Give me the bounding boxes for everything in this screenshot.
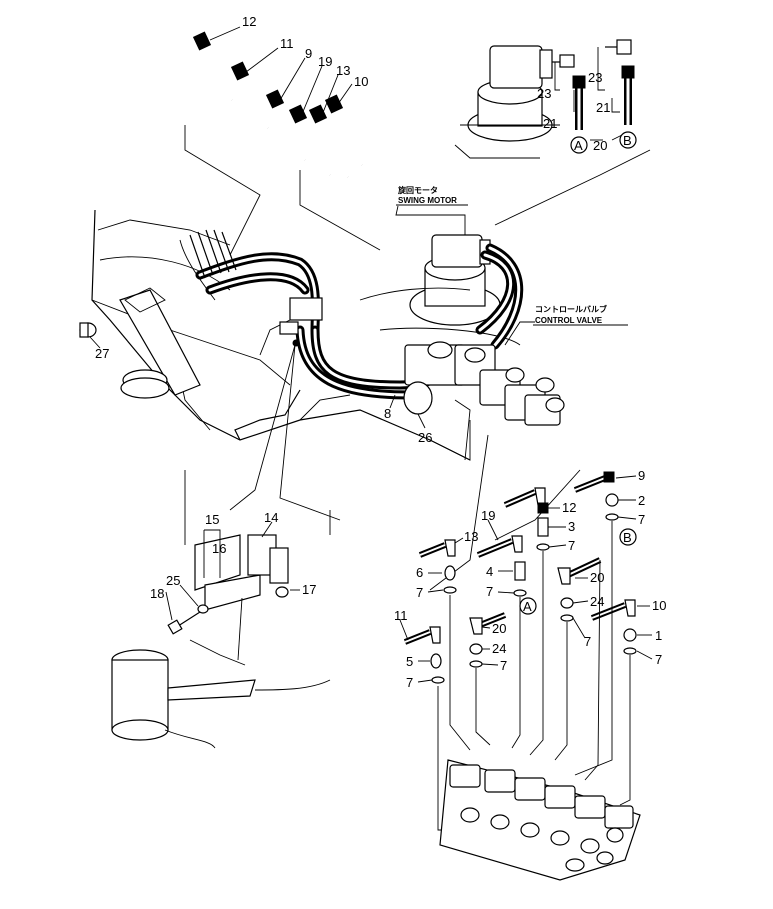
callout-8: 8 bbox=[384, 406, 391, 421]
callout-11-top: 11 bbox=[280, 36, 294, 51]
hose-20-mid-detail bbox=[469, 612, 507, 668]
hose-9-detail bbox=[573, 471, 619, 521]
callout-7c: 7 bbox=[416, 585, 423, 600]
marker-b-detail: B bbox=[619, 528, 637, 546]
control-valve-main bbox=[404, 341, 565, 426]
o-ring-26 bbox=[403, 381, 433, 415]
callout-27: 27 bbox=[95, 346, 109, 361]
hose-part-13 bbox=[308, 104, 350, 178]
callout-12-top: 12 bbox=[242, 14, 256, 29]
callout-1: 1 bbox=[655, 628, 662, 643]
bracket-inset bbox=[111, 470, 331, 749]
callout-6: 6 bbox=[416, 565, 423, 580]
callout-7d: 7 bbox=[486, 584, 493, 599]
callout-7f: 7 bbox=[655, 652, 662, 667]
clamp-block-main bbox=[279, 297, 323, 347]
callout-14: 14 bbox=[264, 510, 278, 525]
callout-7b: 7 bbox=[568, 538, 575, 553]
callout-24b: 24 bbox=[492, 641, 506, 656]
callout-25: 25 bbox=[166, 573, 180, 588]
svg-text:A: A bbox=[574, 138, 583, 153]
callout-7g: 7 bbox=[406, 675, 413, 690]
hose-part-12 bbox=[192, 31, 234, 101]
control-valve-label-jp: コントロールバルブ bbox=[535, 304, 607, 314]
hose-20-right-detail bbox=[557, 557, 602, 622]
callout-7a: 7 bbox=[638, 512, 645, 527]
callout-3: 3 bbox=[568, 519, 575, 534]
hose-part-10 bbox=[324, 94, 364, 166]
swing-motor-label-en: SWING MOTOR bbox=[398, 196, 457, 205]
callout-15: 15 bbox=[205, 512, 219, 527]
svg-text:B: B bbox=[623, 530, 632, 545]
callout-18: 18 bbox=[150, 586, 164, 601]
callout-7h: 7 bbox=[500, 658, 507, 673]
callout-21a: 21 bbox=[543, 116, 557, 131]
callout-9-detail: 9 bbox=[638, 468, 645, 483]
hose-10-detail bbox=[590, 599, 637, 655]
hose-part-11 bbox=[230, 61, 270, 129]
marker-a-detail: A bbox=[519, 597, 537, 615]
callout-16: 16 bbox=[212, 541, 226, 556]
hose-11-detail bbox=[403, 626, 445, 684]
hose-set-top-left bbox=[184, 26, 381, 256]
callout-2: 2 bbox=[638, 493, 645, 508]
callout-11-detail: 11 bbox=[394, 608, 408, 623]
swing-motor-main bbox=[359, 234, 521, 346]
hose-20-b bbox=[621, 65, 635, 125]
callout-9-top: 9 bbox=[305, 46, 312, 61]
control-valve-block-detail bbox=[439, 759, 641, 881]
callout-13-detail: 13 bbox=[464, 529, 478, 544]
hose-13-detail bbox=[418, 539, 457, 594]
hose-part-9 bbox=[265, 89, 307, 161]
machine-main-view bbox=[79, 205, 581, 591]
swing-motor-label-jp: 旋回モータ bbox=[397, 185, 438, 195]
svg-text:A: A bbox=[523, 599, 532, 614]
callout-13-top: 13 bbox=[336, 63, 350, 78]
callout-10-top: 10 bbox=[354, 74, 368, 89]
callout-12-detail: 12 bbox=[562, 500, 576, 515]
cap-27 bbox=[79, 322, 97, 338]
callout-20a: 20 bbox=[593, 138, 607, 153]
hose-ends-main bbox=[189, 229, 237, 279]
callout-19-detail: 19 bbox=[481, 508, 495, 523]
callout-5: 5 bbox=[406, 654, 413, 669]
marker-a-top: A bbox=[570, 136, 588, 154]
control-valve-label-en: CONTROL VALVE bbox=[535, 316, 603, 325]
callout-7e: 7 bbox=[584, 634, 591, 649]
fitting-23-left bbox=[552, 54, 575, 68]
control-valve-detail bbox=[399, 471, 653, 881]
callout-19-top: 19 bbox=[318, 54, 332, 69]
fitting-23-right bbox=[605, 39, 632, 55]
callout-23b: 23 bbox=[588, 70, 602, 85]
callout-26: 26 bbox=[418, 430, 432, 445]
hose-20-a bbox=[572, 75, 586, 130]
callout-10-detail: 10 bbox=[652, 598, 666, 613]
swing-motor-inset bbox=[454, 39, 651, 226]
hose-19-detail bbox=[476, 535, 527, 597]
callout-24a: 24 bbox=[590, 594, 604, 609]
hose-12-detail bbox=[503, 487, 550, 551]
svg-text:B: B bbox=[623, 133, 632, 148]
callout-4: 4 bbox=[486, 564, 493, 579]
callout-23a: 23 bbox=[537, 86, 551, 101]
callout-21b: 21 bbox=[596, 100, 610, 115]
callout-20c: 20 bbox=[492, 621, 506, 636]
marker-b-top: B bbox=[619, 131, 637, 149]
callout-20b: 20 bbox=[590, 570, 604, 585]
callout-17: 17 bbox=[302, 582, 316, 597]
